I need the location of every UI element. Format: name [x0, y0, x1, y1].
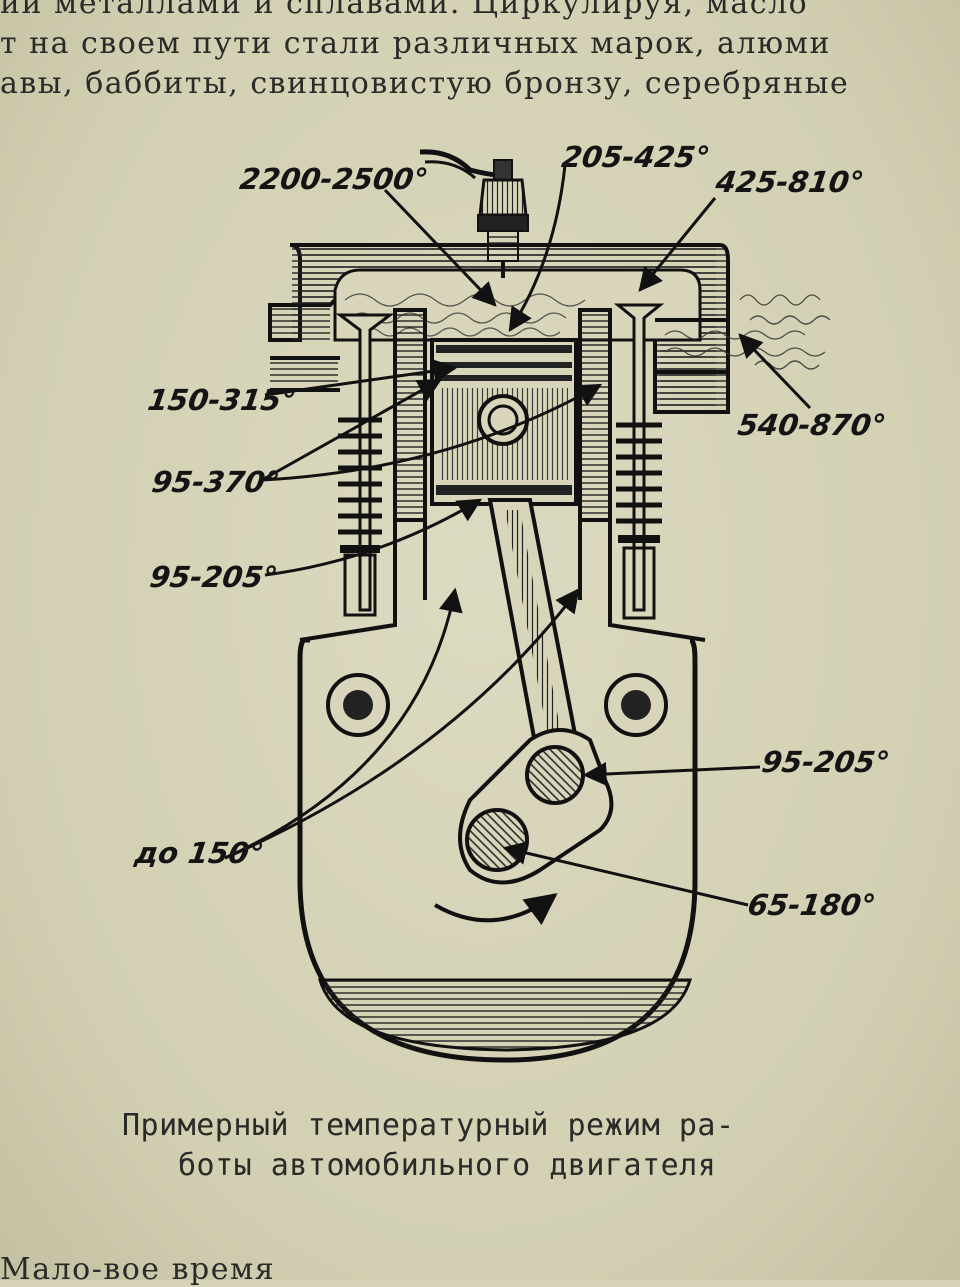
figure-caption-line-2: боты автомобильного двигателя — [178, 1148, 717, 1183]
label-rings-walls-temp: 95-370° — [149, 465, 282, 499]
label-piston-skirt-temp: 95-205° — [147, 560, 280, 594]
leader-lines — [224, 164, 812, 907]
label-crankcase-temp: до 150° — [132, 836, 266, 870]
intake-port — [270, 356, 340, 392]
label-exhaust-gas-temp: 540-870° — [735, 408, 888, 442]
exhaust-valve — [613, 303, 665, 620]
piston — [430, 338, 578, 506]
spark-plug — [419, 149, 529, 278]
body-text-line-1: ии металлами и сплавами. Циркулируя, мас… — [0, 0, 809, 21]
body-text-line-3: авы, баббиты, свинцовистую бронзу, сереб… — [0, 66, 850, 101]
body-text-line-4: Мало-вое время — [0, 1252, 276, 1287]
crankcase — [297, 637, 698, 1063]
label-top-ring-temp: 150-315° — [145, 383, 298, 417]
figure-caption-line-1: Примерный температурный режим ра- — [122, 1108, 735, 1143]
label-combustion-temp: 2200-2500° — [237, 162, 431, 196]
connecting-rod — [433, 498, 614, 926]
label-exhaust-valve-temp: 425-810° — [713, 165, 866, 199]
label-crank-pin-temp: 95-205° — [759, 745, 892, 779]
label-piston-top-temp: 205-425° — [559, 140, 712, 174]
body-text-line-2: т на своем пути стали различных марок, а… — [0, 26, 831, 61]
label-main-bearing-temp: 65-180° — [745, 888, 878, 922]
